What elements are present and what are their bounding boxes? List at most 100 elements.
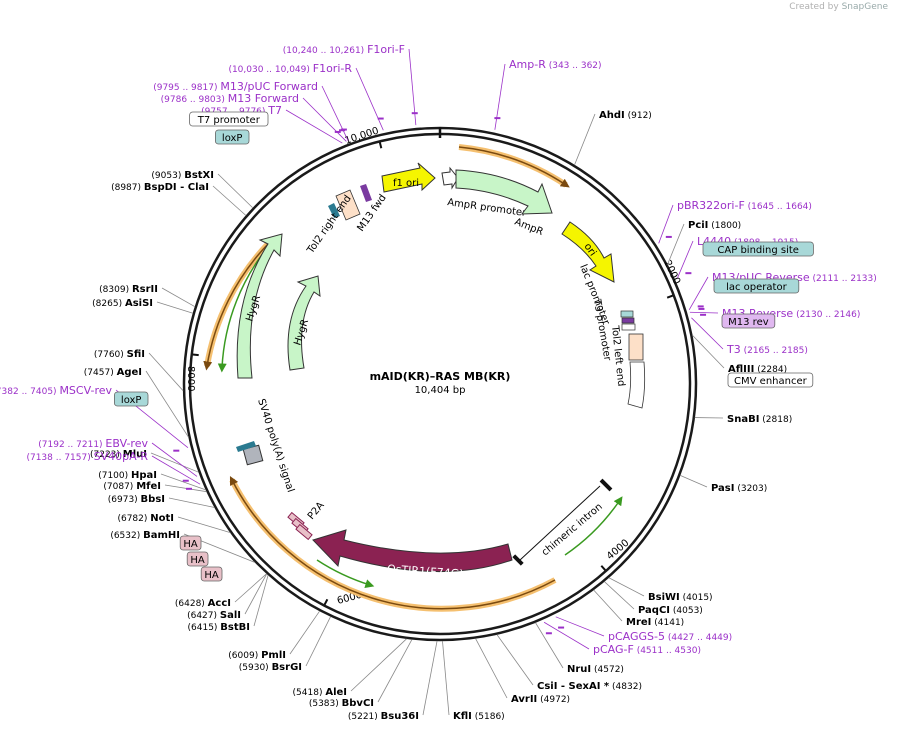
restriction-site-label: (6415) BstBI (188, 622, 251, 633)
site-coord: (7100) (98, 471, 131, 481)
primer-name: pBR322ori-F (677, 199, 745, 212)
restriction-site-label: AhdI (912) (599, 110, 652, 121)
primer-label: pBR322ori-F (1645 .. 1664) (677, 199, 812, 212)
restriction-site-label: AflIII (2284) (728, 364, 787, 375)
primer-coord: (7192 .. 7211) (38, 440, 105, 450)
f1-ori-feature (381, 162, 436, 193)
site-coord: (4053) (670, 606, 703, 616)
site-name: AsiSI (125, 298, 153, 309)
restriction-site-label: SnaBI (2818) (727, 414, 792, 425)
scale-tick (323, 598, 329, 606)
site-name: AvrII (511, 694, 537, 705)
primer-label: (7192 .. 7211) EBV-rev (38, 437, 148, 450)
loxp-mark-lower (236, 441, 256, 452)
primer-name: T3 (726, 343, 741, 356)
cap-site-mark (620, 310, 634, 318)
site-name: AgeI (117, 367, 142, 378)
site-leader (244, 573, 268, 615)
lac-operator-mark (621, 317, 635, 324)
ostir1-label: OsTIR1(F74G) (387, 562, 464, 580)
restriction-site-label: PasI (3203) (711, 483, 767, 494)
site-coord: (4572) (591, 665, 624, 675)
ampr-orf-arrow (458, 146, 570, 188)
primer-leader (691, 317, 724, 350)
feature-box (721, 313, 776, 329)
site-coord: (6415) (188, 623, 221, 633)
restriction-site-label: (7457) AgeI (84, 367, 142, 378)
tol2-right-end-label: Tol2 right end (305, 193, 354, 256)
site-coord: (5221) (348, 712, 381, 722)
site-name: MreI (626, 617, 651, 628)
primer-name: EBV-rev (105, 437, 148, 450)
site-leader (496, 634, 534, 686)
primer-name: MSCV-rev (59, 384, 112, 397)
site-coord: (5186) (472, 712, 505, 722)
primer-label: Amp-R (343 .. 362) (509, 58, 602, 71)
site-coord: (6428) (175, 599, 208, 609)
primer-leader (494, 63, 506, 130)
primer-coord: (4427 .. 4449) (665, 633, 732, 643)
feature-box-label: loxP (222, 133, 243, 144)
feature-box (200, 566, 223, 582)
ampr-label: AmpR (513, 217, 545, 238)
site-name: NotI (150, 513, 174, 524)
site-name: MfeI (136, 481, 161, 492)
site-leader (289, 610, 320, 655)
feature-box-label: CAP binding site (717, 245, 799, 256)
restriction-site-label: (5383) BbvCI (309, 698, 374, 709)
site-leader (377, 639, 413, 703)
feature-box-label: HA (183, 539, 198, 550)
feature-box (713, 278, 800, 294)
credit: Created by SnapGene (789, 2, 888, 12)
primer-coord: (9795 .. 9817) (153, 83, 220, 93)
primer-label: (10,030 .. 10,049) F1ori-R (228, 62, 352, 75)
primer-name: M13 Forward (228, 92, 299, 105)
site-coord: (8309) (99, 285, 132, 295)
feature-box (727, 372, 814, 388)
site-name: PciI (688, 220, 708, 231)
primer-marks (173, 112, 707, 635)
site-name: BsiWI (648, 592, 680, 603)
restriction-site-label: (8265) AsiSI (92, 298, 153, 309)
site-name: BbvCI (342, 698, 374, 709)
primer-leader (543, 621, 590, 650)
restriction-site-label: MreI (4141) (626, 617, 684, 628)
site-name: AflIII (728, 364, 754, 375)
site-coord: (912) (625, 111, 652, 121)
feature-box-label: T7 promoter (197, 115, 261, 126)
site-name: CsiI - SexAI * (537, 681, 610, 692)
primer-label: pCAG-F (4511 .. 4530) (593, 643, 701, 656)
site-leader (535, 622, 564, 669)
ostir-inner-orf (316, 559, 375, 588)
hygr-outer-feature (236, 233, 283, 379)
primer-name: T7 (267, 104, 282, 117)
site-name: RsrII (132, 284, 158, 295)
primer-label: (9786 .. 9803) M13 Forward (161, 92, 299, 105)
plasmid-length: 10,404 bp (415, 385, 466, 396)
primer-coord: (7382 .. 7405) (0, 387, 59, 397)
scale-tick-label: 8000 (185, 366, 196, 391)
restriction-site-label: (7087) MfeI (103, 481, 161, 492)
site-leader (148, 352, 184, 391)
primer-name: pCAG-F (593, 643, 634, 656)
restriction-site-label: NruI (4572) (567, 664, 624, 675)
restriction-site-label: (5418) AleI (293, 687, 347, 698)
site-name: PaqCI (638, 605, 670, 616)
ha-mark-3 (295, 523, 313, 541)
site-name: NruI (567, 664, 591, 675)
chimeric-intron-orf (564, 496, 623, 556)
restriction-site-label: AvrII (4972) (511, 694, 570, 705)
ostir-orf-arrow (229, 475, 556, 610)
intron-start-mark (599, 478, 613, 492)
primer-label: (10,240 .. 10,261) F1ori-F (283, 43, 405, 56)
site-leader (217, 173, 254, 209)
site-name: KflI (453, 711, 472, 722)
site-coord: (6532) (110, 531, 143, 541)
site-name: BstXI (184, 170, 214, 181)
site-coord: (6427) (187, 611, 220, 621)
ori-feature (561, 221, 615, 283)
tol2-right-end-feature (335, 189, 361, 221)
site-leader (475, 638, 508, 699)
site-name: BspDI - ClaI (144, 182, 209, 193)
site-name: AhdI (599, 110, 625, 121)
